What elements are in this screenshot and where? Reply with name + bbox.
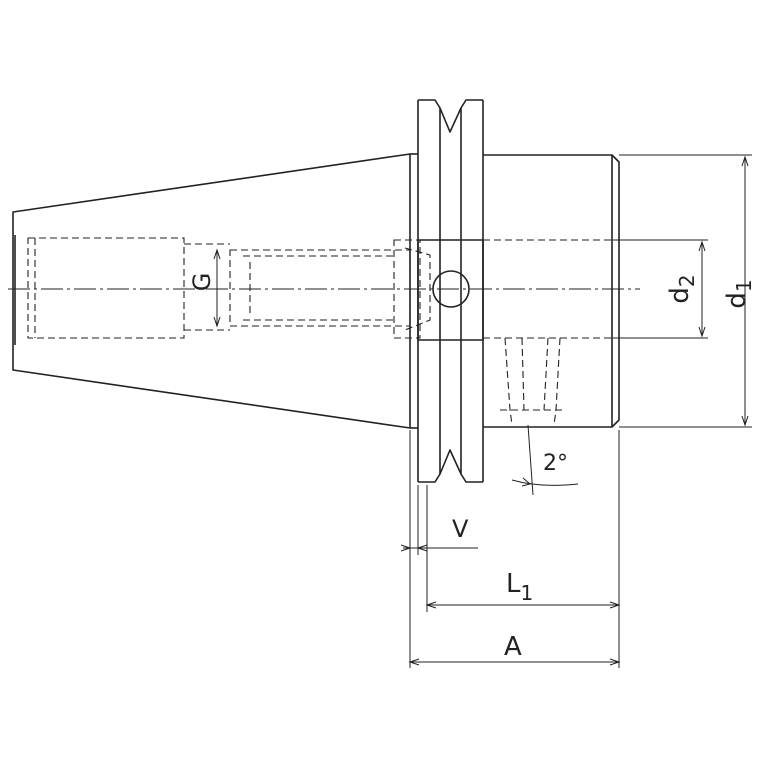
d2-main: d bbox=[665, 287, 695, 304]
d1-main: d bbox=[722, 292, 752, 309]
cylindrical-body bbox=[483, 154, 620, 428]
hidden-lines bbox=[27, 237, 612, 426]
d2-sub: 2 bbox=[675, 274, 699, 287]
svg-text:d2: d2 bbox=[665, 274, 699, 303]
d1-label: d1 bbox=[722, 279, 756, 308]
g-label: G bbox=[188, 273, 216, 292]
angle-label: 2° bbox=[543, 451, 568, 476]
v-label: V bbox=[452, 515, 469, 543]
flange bbox=[410, 99, 484, 483]
drive-slot bbox=[417, 239, 484, 341]
dimension-lines bbox=[213, 154, 752, 668]
svg-text:d1: d1 bbox=[722, 279, 756, 308]
d1-sub: 1 bbox=[732, 279, 756, 292]
a-label: A bbox=[504, 632, 522, 662]
d2-label: d2 bbox=[665, 274, 699, 303]
l1-label: L1 bbox=[506, 569, 533, 605]
l1-main: L bbox=[506, 569, 521, 599]
l1-sub: 1 bbox=[521, 581, 534, 605]
